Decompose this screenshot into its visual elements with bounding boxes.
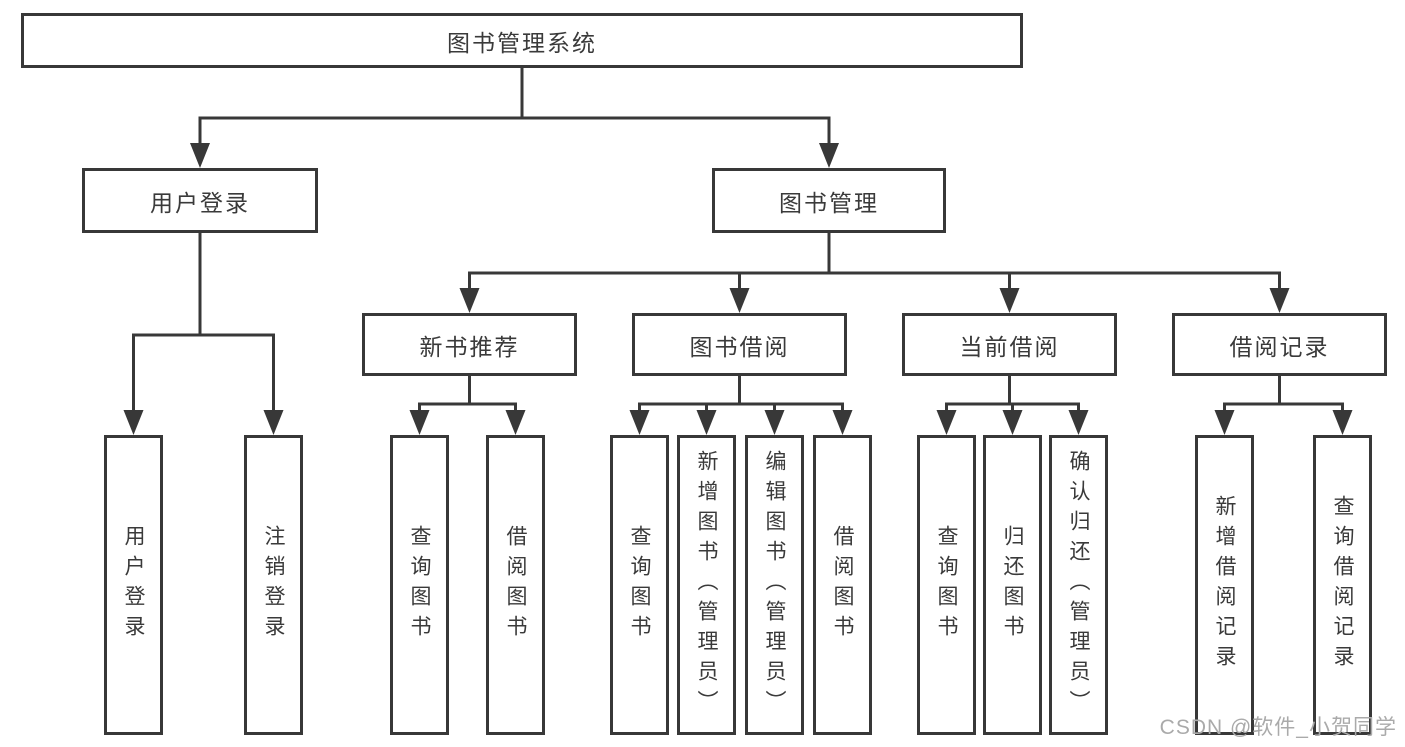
leaf-return-book: 归还图书	[983, 435, 1042, 735]
leaf-user-login-label: 用户登录	[122, 525, 145, 645]
leaf-query-books-current: 查询图书	[917, 435, 976, 735]
node-new-book-recommend-label: 新书推荐	[419, 333, 520, 360]
node-borrow-records: 借阅记录	[1172, 313, 1387, 376]
leaf-add-borrow-record-label: 新增借阅记录	[1213, 495, 1236, 675]
watermark: CSDN @软件_小贺同学	[1159, 716, 1397, 739]
leaf-borrow-books-recommend-label: 借阅图书	[504, 525, 527, 645]
leaf-edit-book-admin-label: 编辑图书（管理员）	[763, 450, 786, 720]
node-user-login: 用户登录	[82, 168, 318, 233]
node-current-borrow: 当前借阅	[902, 313, 1117, 376]
node-root-label: 图书管理系统	[447, 29, 597, 56]
leaf-query-books-current-label: 查询图书	[935, 525, 958, 645]
leaf-borrow-books: 借阅图书	[813, 435, 872, 735]
node-book-borrow: 图书借阅	[632, 313, 847, 376]
node-borrow-records-label: 借阅记录	[1229, 333, 1330, 360]
leaf-query-books-borrow-label: 查询图书	[628, 525, 651, 645]
node-current-borrow-label: 当前借阅	[959, 333, 1060, 360]
leaf-query-borrow-record-label: 查询借阅记录	[1331, 495, 1354, 675]
leaf-edit-book-admin: 编辑图书（管理员）	[745, 435, 804, 735]
node-root: 图书管理系统	[21, 13, 1023, 68]
node-new-book-recommend: 新书推荐	[362, 313, 577, 376]
leaf-query-books-recommend: 查询图书	[390, 435, 449, 735]
leaf-add-borrow-record: 新增借阅记录	[1195, 435, 1254, 735]
leaf-confirm-return-admin: 确认归还（管理员）	[1049, 435, 1108, 735]
leaf-borrow-books-recommend: 借阅图书	[486, 435, 545, 735]
leaf-return-book-label: 归还图书	[1001, 525, 1024, 645]
leaf-add-book-admin: 新增图书（管理员）	[677, 435, 736, 735]
node-book-management: 图书管理	[712, 168, 946, 233]
node-user-login-label: 用户登录	[150, 189, 250, 216]
leaf-logout: 注销登录	[244, 435, 303, 735]
leaf-query-books-borrow: 查询图书	[610, 435, 669, 735]
leaf-query-borrow-record: 查询借阅记录	[1313, 435, 1372, 735]
leaf-logout-label: 注销登录	[262, 525, 285, 645]
leaf-borrow-books-label: 借阅图书	[831, 525, 854, 645]
leaf-query-books-recommend-label: 查询图书	[408, 525, 431, 645]
node-book-management-label: 图书管理	[779, 189, 879, 216]
leaf-add-book-admin-label: 新增图书（管理员）	[695, 450, 718, 720]
leaf-confirm-return-admin-label: 确认归还（管理员）	[1067, 450, 1090, 720]
leaf-user-login: 用户登录	[104, 435, 163, 735]
node-book-borrow-label: 图书借阅	[689, 333, 790, 360]
